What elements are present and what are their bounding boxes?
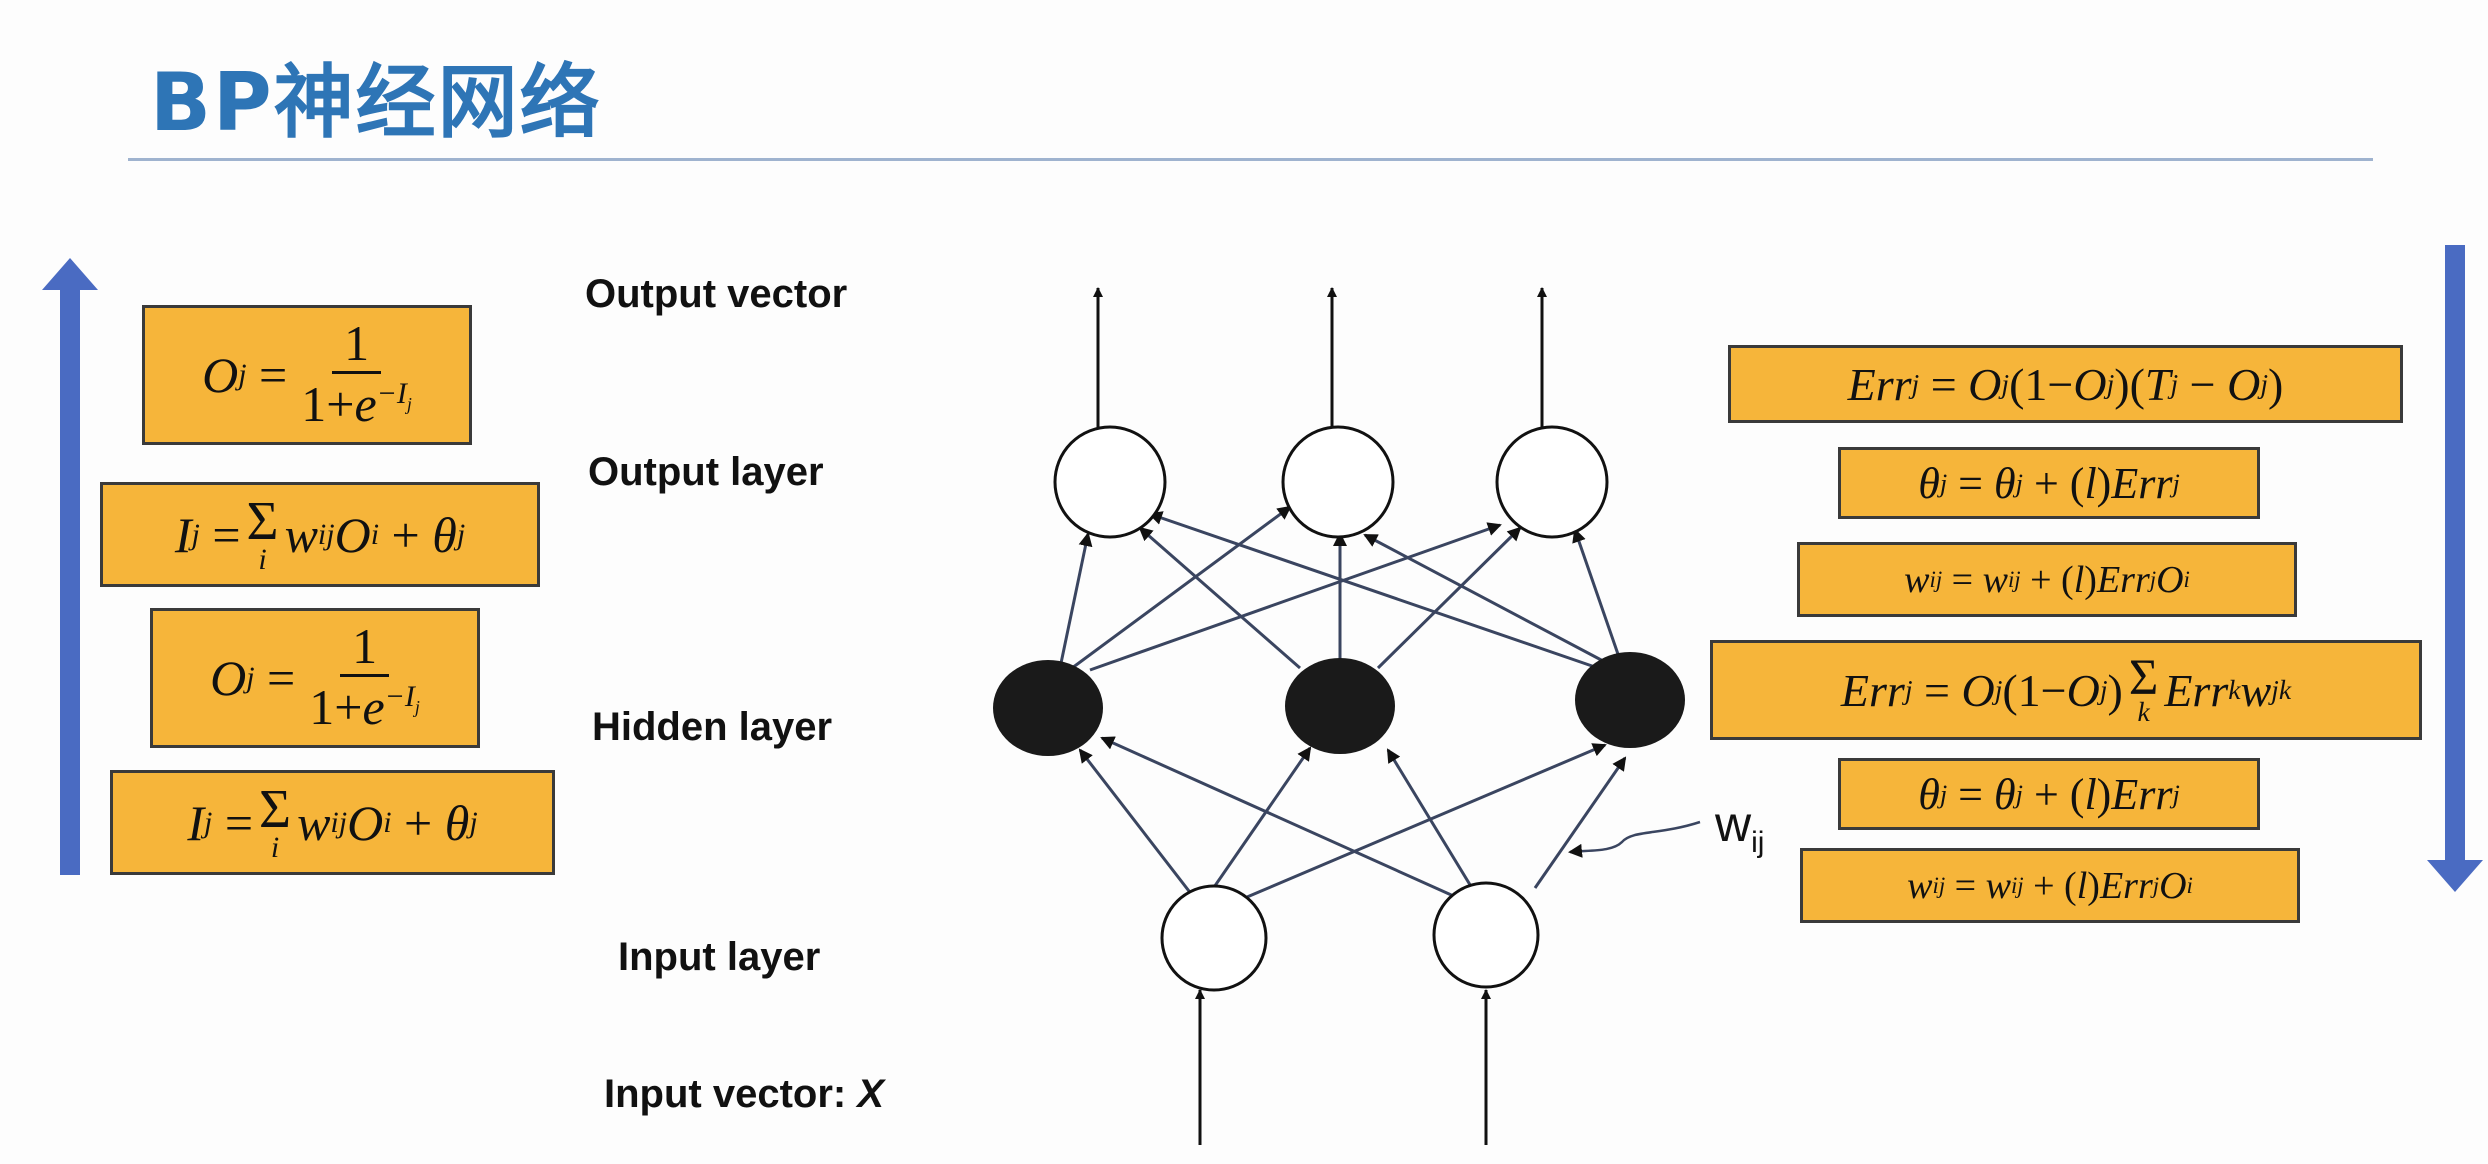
weight-edge (1239, 743, 1607, 902)
weight-label-sub: ij (1751, 826, 1765, 859)
hidden-node (1575, 652, 1685, 748)
input-node (1160, 884, 1268, 992)
weight-edge (1067, 505, 1292, 673)
input-node (1432, 881, 1540, 989)
title-divider (128, 158, 2373, 161)
input-vector-label: Input vector: X (604, 1072, 884, 1117)
weight-edge (1376, 526, 1522, 670)
weight-edge (1138, 526, 1301, 670)
input-vector-text: Input vector: (604, 1072, 858, 1116)
page-title: BP神经网络 (150, 56, 602, 149)
weight-label-w: w (1715, 796, 1752, 852)
weight-edge (1208, 746, 1312, 894)
input-vector-symbol: X (857, 1072, 885, 1116)
weight-edge (1100, 736, 1459, 900)
weight-edge (1386, 748, 1477, 894)
hidden-layer-label: Hidden layer (592, 705, 833, 749)
output-node (1281, 425, 1395, 539)
weight-label: wij (1715, 795, 1764, 860)
weight-edge (1089, 522, 1502, 672)
weight-edge (1363, 533, 1606, 664)
input-layer-label: Input layer (618, 935, 821, 979)
weight-edge (1078, 748, 1194, 896)
forward-propagation-arrow (42, 258, 98, 875)
hidden-node (1285, 658, 1395, 754)
output-node (1053, 425, 1167, 539)
output-layer-label: Output layer (588, 450, 824, 494)
output-node (1495, 425, 1609, 539)
weight-pointer (1568, 820, 1701, 858)
output-vector-label: Output vector (585, 272, 848, 316)
weight-edge (1058, 532, 1093, 669)
weight-edge (1148, 511, 1596, 669)
weight-edge (1572, 528, 1622, 661)
hidden-node (993, 660, 1103, 756)
weight-edge (1533, 756, 1627, 889)
back-propagation-arrow (2427, 245, 2483, 892)
